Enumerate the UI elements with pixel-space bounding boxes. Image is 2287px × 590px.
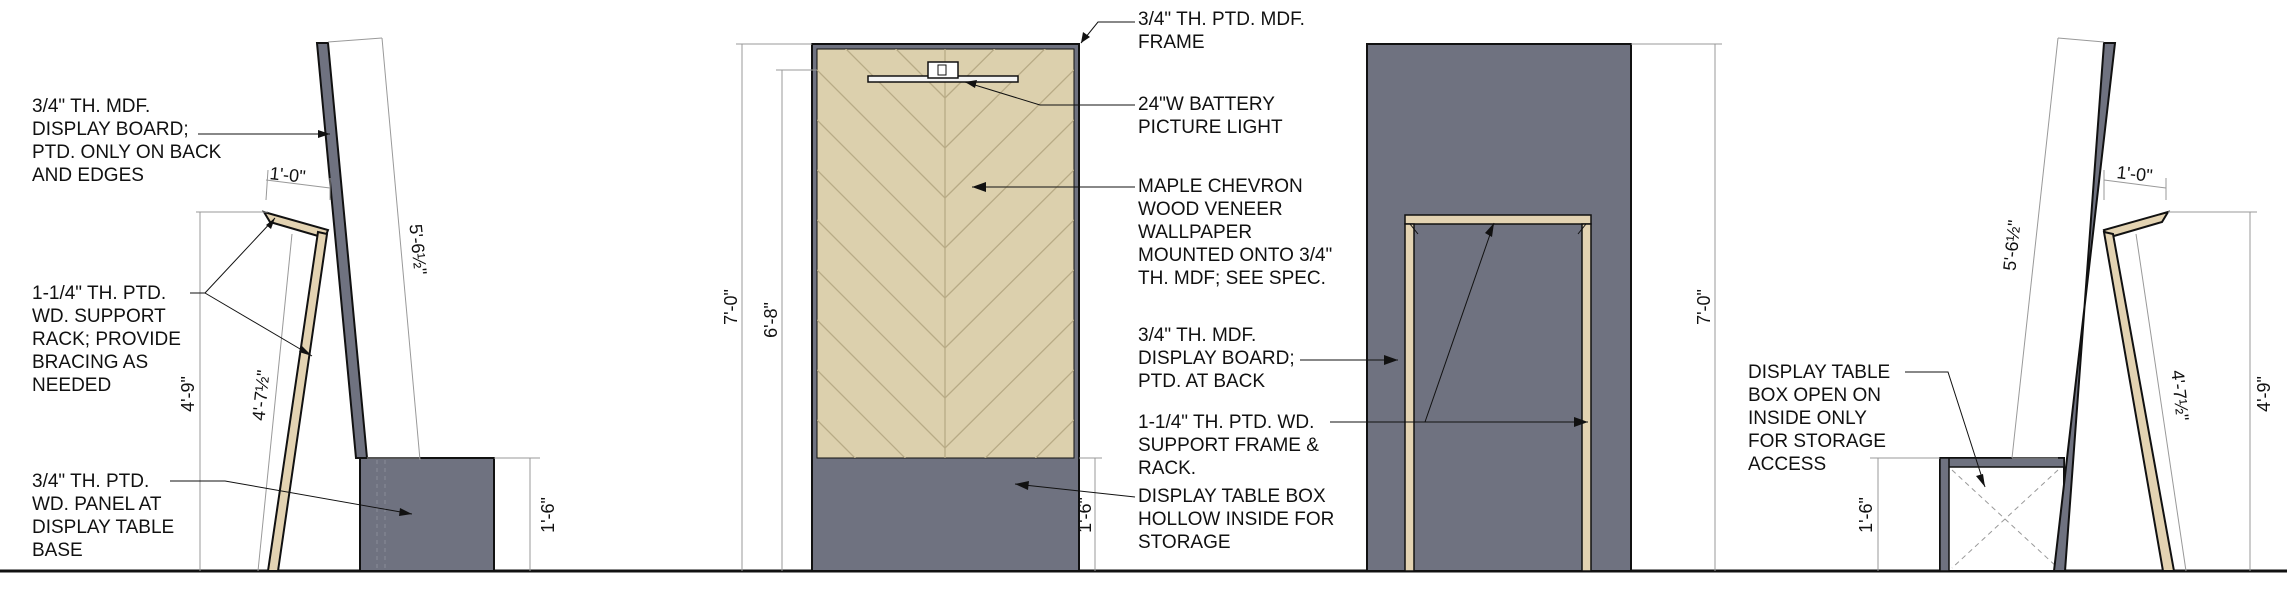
back-board-note: 3/4" TH. MDF. DISPLAY BOARD; PTD. AT BAC…	[1138, 325, 1300, 392]
left-depth-dim: 1'-0"	[269, 163, 307, 187]
left-panel-note: 3/4" TH. PTD. WD. PANEL AT DISPLAY TABLE…	[32, 471, 180, 561]
left-base-dim: 1'-6"	[538, 497, 558, 533]
left-rack-leg	[266, 230, 329, 572]
table-box-note: DISPLAY TABLE BOX HOLLOW INSIDE FOR STOR…	[1138, 486, 1340, 553]
right-rack-leg	[2102, 230, 2176, 572]
right-board-length-dim: 5'-6½"	[1999, 219, 2024, 272]
back-support-frame-left	[1404, 223, 1415, 572]
back-total-height-dim: 7'-0"	[1694, 289, 1714, 325]
front-total-height-dim: 7'-0"	[721, 289, 741, 325]
veneer-note: MAPLE CHEVRON WOOD VENEER WALLPAPER MOUN…	[1138, 176, 1338, 289]
back-elevation: 7'-0" 3/4" TH. MDF. DISPLAY BOARD; PTD. …	[1138, 43, 1722, 572]
right-box-note: DISPLAY TABLE BOX OPEN ON INSIDE ONLY FO…	[1748, 362, 1896, 475]
right-display-board	[2052, 42, 2117, 572]
left-height-dim: 4'-9"	[178, 376, 198, 412]
left-rack-length-dim: 4'-7½"	[248, 369, 273, 422]
right-table-box-top	[1939, 457, 2065, 468]
front-base-height-dim: 1'-6"	[1075, 497, 1095, 533]
front-elevation: 7'-0" 6'-8" 1'-6" 3/4" TH. PTD. MDF. FRA…	[721, 9, 1340, 572]
back-support-frame-top	[1404, 214, 1592, 225]
right-side-elevation: 1'-0" 5'-6½" 4'-7½" 4'-9" 1'-6" DISPLAY …	[1748, 37, 2274, 572]
picture-light-note: 24"W BATTERY PICTURE LIGHT	[1138, 94, 1283, 138]
back-support-frame-right	[1581, 223, 1592, 572]
left-board-length-dim: 5'-6½"	[405, 223, 430, 276]
support-frame-note: 1-1/4" TH. PTD. WD. SUPPORT FRAME & RACK…	[1138, 412, 1324, 479]
picture-light-mount	[927, 61, 959, 79]
right-base-dim: 1'-6"	[1856, 497, 1876, 533]
frame-note: 3/4" TH. PTD. MDF. FRAME	[1138, 9, 1310, 53]
right-depth-dim: 1'-0"	[2116, 162, 2154, 186]
left-side-elevation: 1'-0" 5'-6½" 4'-7½" 4'-9" 1'-6" 3/4" TH.…	[32, 37, 558, 572]
front-panel-height-dim: 6'-8"	[761, 302, 781, 338]
left-table-base	[359, 457, 495, 572]
right-height-dim: 4'-9"	[2254, 376, 2274, 412]
right-table-box-side	[1939, 457, 1950, 572]
right-rack-length-dim: 4'-7½"	[2167, 369, 2192, 422]
left-board-note: 3/4" TH. MDF. DISPLAY BOARD; PTD. ONLY O…	[32, 96, 227, 186]
chevron-pattern	[817, 49, 1074, 458]
left-rack-note: 1-1/4" TH. PTD. WD. SUPPORT RACK; PROVID…	[32, 283, 186, 396]
right-table-box	[1939, 457, 2065, 572]
